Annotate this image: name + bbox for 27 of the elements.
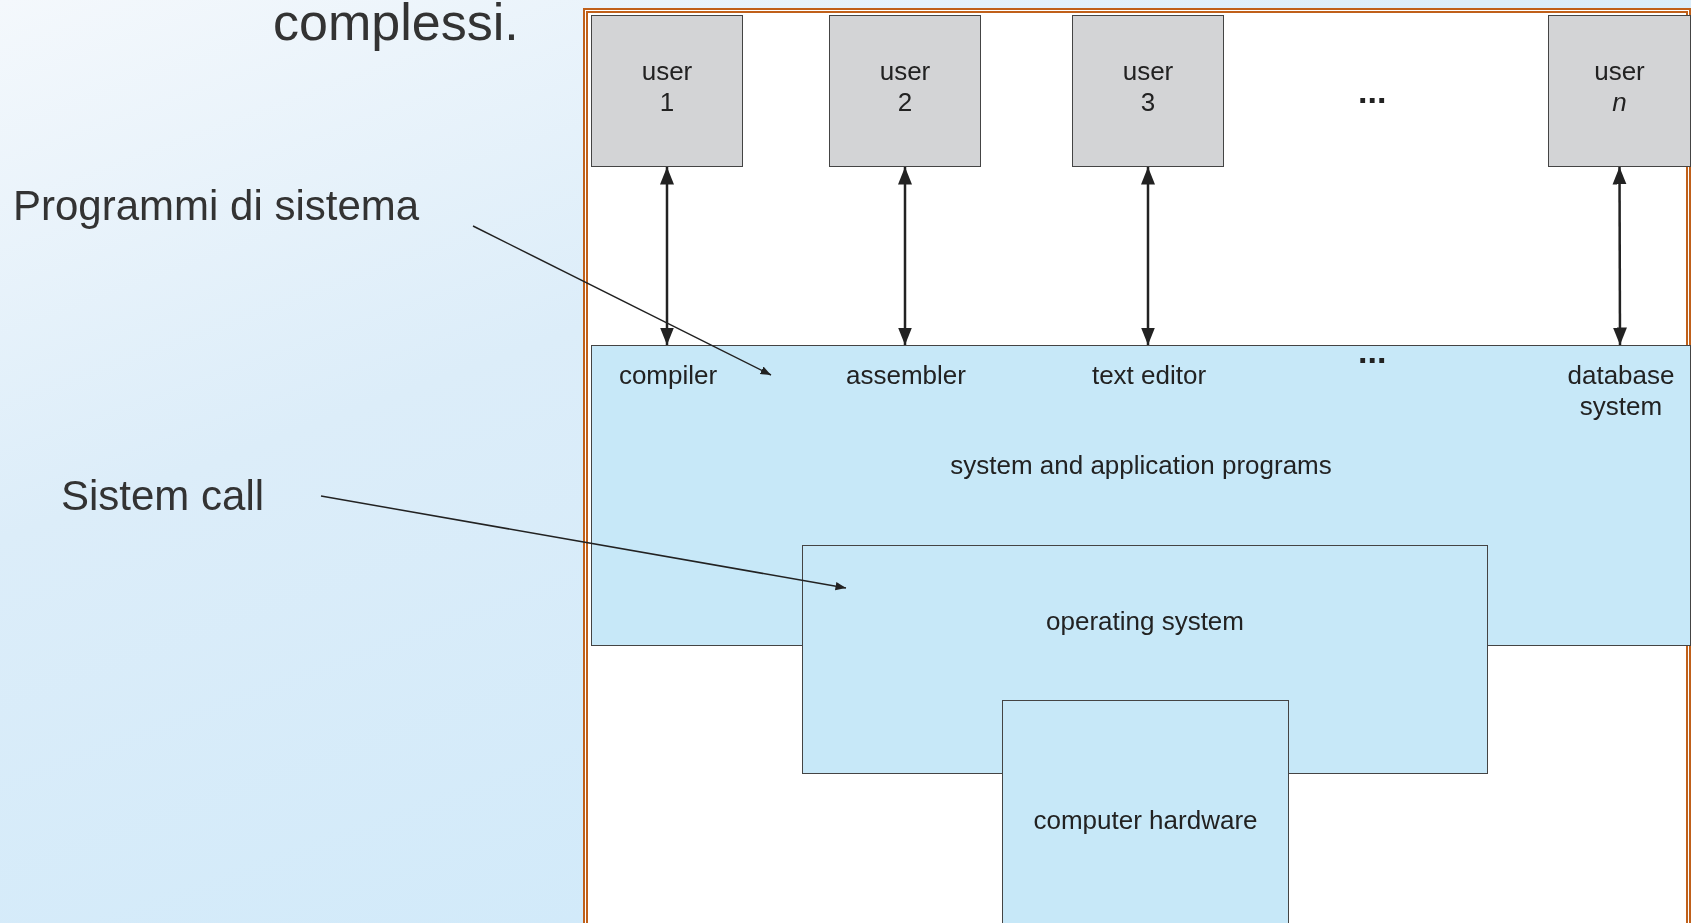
double-arrow	[898, 167, 912, 345]
double-arrow	[660, 167, 674, 345]
leader-arrow	[320, 495, 847, 591]
layer-box	[1002, 700, 1289, 923]
program-label: compiler	[612, 346, 724, 396]
user-box	[829, 15, 981, 167]
ellipsis: ...	[1358, 72, 1387, 111]
layer-label: computer hardware	[1033, 804, 1258, 836]
program-label: text editor	[1073, 346, 1225, 396]
layer-title: system and application programs	[949, 450, 1333, 481]
user-label: user 1	[640, 56, 694, 118]
double-arrow	[1612, 167, 1627, 345]
layer-label: operating system	[1046, 606, 1244, 637]
leader-arrow	[472, 225, 772, 376]
user-box	[591, 15, 743, 167]
user-label: user 2	[878, 56, 932, 118]
user-label: user 3	[1121, 56, 1175, 118]
slide-text: complessi.	[273, 0, 519, 52]
program-label: database system	[1563, 346, 1679, 426]
program-label: assembler	[836, 346, 976, 396]
user-label: user n	[1593, 56, 1646, 118]
user-box	[1072, 15, 1224, 167]
callout-text: Programmi di sistema	[13, 182, 483, 230]
user-box	[1548, 15, 1691, 167]
double-arrow	[1141, 167, 1155, 345]
callout-text: Sistem call	[61, 472, 301, 520]
ellipsis: ...	[1358, 332, 1387, 371]
